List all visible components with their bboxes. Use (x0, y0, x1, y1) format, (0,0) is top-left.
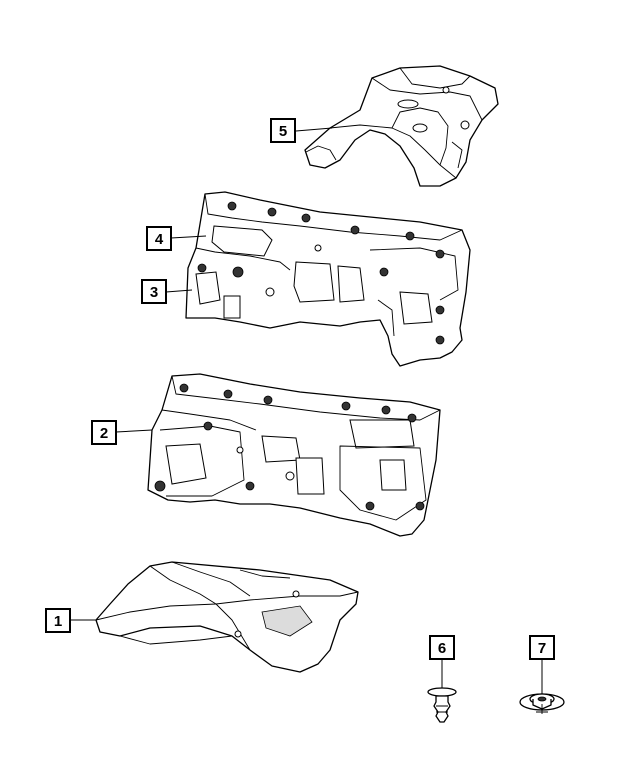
part-6-push-pin (427, 687, 457, 723)
callout-1: 1 (45, 608, 71, 633)
svg-text:5: 5 (279, 123, 287, 140)
callout-2: 2 (91, 420, 117, 445)
part-2-dash-insulator (147, 373, 441, 537)
part-5-shield (304, 65, 499, 187)
svg-text:7: 7 (538, 640, 546, 657)
callout-4: 4 (146, 226, 172, 251)
svg-text:1: 1 (54, 613, 62, 630)
leader-lines (70, 127, 543, 694)
svg-text:2: 2 (100, 425, 108, 442)
callout-3: 3 (141, 279, 167, 304)
callout-7: 7 (529, 635, 555, 660)
svg-text:6: 6 (438, 640, 446, 657)
callout-6: 6 (429, 635, 455, 660)
part-3-4-dash-silencer (185, 191, 471, 367)
part-1-silencer-pad (95, 561, 359, 673)
part-7-retainer (519, 693, 565, 714)
svg-text:4: 4 (155, 231, 164, 248)
svg-text:3: 3 (150, 284, 158, 301)
callout-5: 5 (270, 118, 296, 143)
